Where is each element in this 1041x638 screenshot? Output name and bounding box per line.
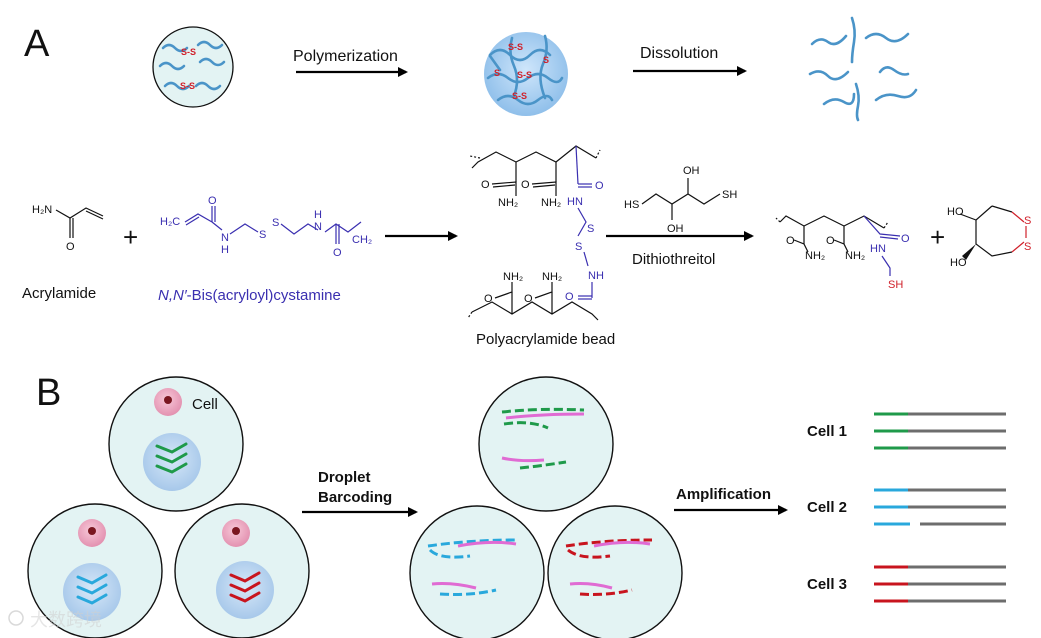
cell-group-label: Cell 2 (807, 499, 847, 516)
droplet-cell-3 (174, 503, 310, 638)
svg-text:HO: HO (947, 206, 964, 218)
ss-label: S (494, 68, 500, 78)
svg-text:NH₂: NH₂ (498, 197, 518, 209)
panel-b-letter: B (36, 372, 61, 414)
cell-group-1: Cell 1 (807, 412, 1006, 450)
svg-text:NH₂: NH₂ (845, 250, 865, 262)
svg-text:NH: NH (588, 270, 604, 282)
cell-group-3: Cell 3 (807, 565, 1006, 603)
bis-acryloyl-label: N,N′-Bis(acryloyl)cystamine (158, 287, 341, 304)
dithiothreitol-label: Dithiothreitol (632, 251, 715, 268)
svg-text:N: N (221, 232, 229, 244)
ss-label: S (543, 55, 549, 65)
bis-acryloyl-cystamine-structure: H₂C O N H S S H N O CH₂ (160, 195, 372, 259)
svg-text:S: S (1024, 215, 1031, 227)
polymerization-label: Polymerization (293, 48, 398, 65)
svg-text:O: O (901, 233, 910, 245)
amplified-reads: Cell 1 Cell 2 Cell 3 (807, 412, 1006, 603)
svg-text:S: S (1024, 241, 1031, 253)
svg-text:O: O (208, 195, 217, 207)
watermark: 大数跨境 (8, 610, 102, 630)
svg-text:S: S (272, 217, 279, 229)
droplet-cell-1: Cell (108, 376, 244, 512)
svg-text:O: O (66, 241, 75, 253)
svg-text:NH₂: NH₂ (541, 197, 561, 209)
cell-label: Cell (192, 396, 218, 413)
svg-text:H: H (221, 244, 229, 256)
monomer-droplet: S-S S-S (152, 26, 234, 108)
svg-text:HN: HN (870, 243, 886, 255)
oxidized-dtt-structure: S S HO HO (947, 205, 1031, 269)
acrylamide-label: Acrylamide (22, 285, 96, 302)
bead-barcodes (229, 571, 261, 603)
barcoded-droplet-2 (409, 505, 545, 638)
svg-text:O: O (524, 293, 533, 305)
svg-text:O: O (595, 180, 604, 192)
bead-barcodes (76, 573, 108, 605)
svg-text:O: O (786, 235, 795, 247)
acrylamide-structure: H₂N O (32, 204, 104, 253)
cell-group-label: Cell 3 (807, 576, 847, 593)
barcoded-droplet-1 (478, 376, 614, 512)
amplification-label: Amplification (676, 486, 771, 503)
barcoded-droplet-3 (547, 505, 683, 638)
panel-b: B Cell (27, 372, 1006, 638)
watermark-logo-icon (8, 610, 24, 626)
svg-text:O: O (481, 179, 490, 191)
svg-text:O: O (826, 235, 835, 247)
plus-sign: + (930, 222, 945, 252)
svg-text:HO: HO (950, 257, 967, 269)
svg-text:O: O (484, 293, 493, 305)
droplet-cell-2 (27, 503, 163, 638)
svg-text:OH: OH (667, 223, 684, 235)
polyacrylamide-bead-structure: O NH₂ O NH₂ O HN S S NH O O (467, 145, 604, 321)
svg-text:NH₂: NH₂ (805, 250, 825, 262)
svg-text:S: S (587, 223, 594, 235)
reduced-product-structure: O NH₂ O NH₂ O HN SH (775, 215, 910, 291)
svg-text:O: O (521, 179, 530, 191)
crosslinked-bead: S-S S-S S-S S S (484, 32, 568, 116)
svg-text:O: O (333, 247, 342, 259)
svg-text:SH: SH (722, 189, 737, 201)
svg-text:H₂C: H₂C (160, 216, 180, 228)
cell-group-label: Cell 1 (807, 423, 847, 440)
panel-a: A S-S S-S Polymerization S-S S-S (22, 16, 1031, 348)
svg-text:SH: SH (888, 279, 903, 291)
svg-text:NH₂: NH₂ (503, 271, 523, 283)
watermark-text: 大数跨境 (30, 610, 102, 630)
svg-text:H: H (314, 209, 322, 221)
dithiothreitol-structure: HS OH OH SH (624, 165, 737, 235)
droplet-barcoding-label: Droplet Barcoding (318, 469, 392, 506)
panel-a-letter: A (24, 23, 50, 65)
bead-barcodes (155, 442, 188, 474)
plus-sign: + (123, 222, 138, 252)
dissolution-label: Dissolution (640, 45, 718, 62)
ss-label: S-S (180, 81, 195, 91)
ss-label: S-S (181, 47, 196, 57)
svg-text:HN: HN (567, 196, 583, 208)
ss-label: S-S (517, 70, 532, 80)
svg-text:NH₂: NH₂ (542, 271, 562, 283)
cell-group-2: Cell 2 (807, 488, 1006, 526)
svg-text:N: N (314, 221, 322, 233)
ss-label: S-S (512, 91, 527, 101)
svg-text:S: S (575, 241, 582, 253)
cell-nucleus (88, 527, 96, 535)
svg-text:H₂N: H₂N (32, 204, 52, 216)
svg-text:S: S (259, 229, 266, 241)
ss-label: S-S (508, 42, 523, 52)
polyacrylamide-bead-label: Polyacrylamide bead (476, 331, 615, 348)
cell-nucleus (232, 527, 240, 535)
cell-nucleus (164, 396, 172, 404)
dissolved-strands (808, 16, 918, 122)
svg-text:CH₂: CH₂ (352, 234, 372, 246)
svg-text:O: O (565, 291, 574, 303)
svg-text:OH: OH (683, 165, 700, 177)
svg-text:HS: HS (624, 199, 639, 211)
